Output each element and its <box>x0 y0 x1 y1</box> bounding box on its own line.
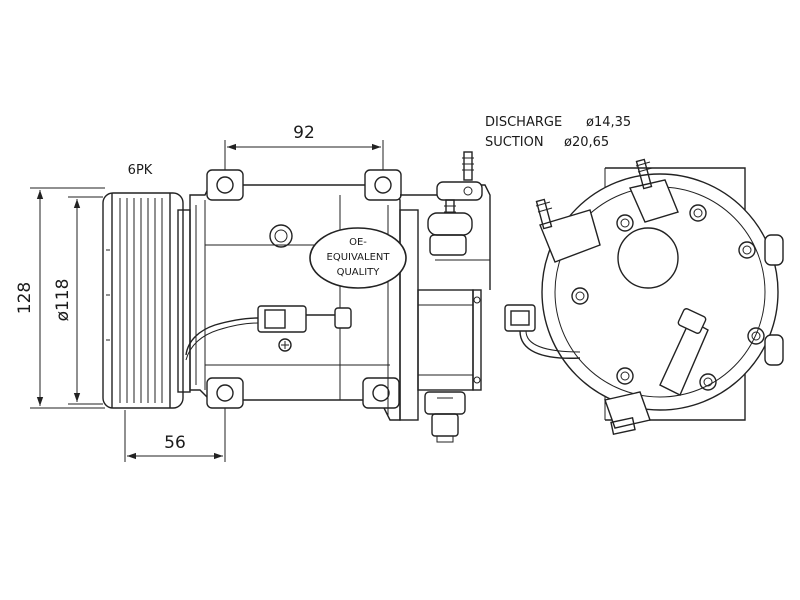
port-specs: DISCHARGE ø14,35 SUCTION ø20,65 <box>485 115 631 150</box>
wiring-harness <box>185 305 352 361</box>
control-valve <box>424 391 466 443</box>
pulley <box>102 192 191 409</box>
compressor-body <box>189 169 402 421</box>
ground-screw-icon <box>278 338 292 352</box>
discharge-value: ø14,35 <box>586 115 631 130</box>
dimension-labels: 92 56 128 ø118 6PK <box>15 123 315 453</box>
dimension-lines <box>30 140 384 462</box>
service-valve-lower <box>427 199 473 256</box>
compressor-side-view: OE- EQUIVALENT QUALITY <box>102 151 491 443</box>
compressor-rear-view <box>504 158 784 435</box>
belt-type-label: 6PK <box>128 163 153 178</box>
dim-overall-height: 128 <box>15 282 35 314</box>
dim-pulley-offset: 56 <box>164 433 186 453</box>
suction-label: SUCTION <box>485 135 544 150</box>
badge-line3: QUALITY <box>337 267 381 278</box>
dim-pulley-diameter: ø118 <box>53 279 73 322</box>
discharge-label: DISCHARGE <box>485 115 562 130</box>
badge-line1: OE- <box>349 237 367 248</box>
oe-quality-badge: OE- EQUIVALENT QUALITY <box>309 227 407 289</box>
suction-value: ø20,65 <box>564 135 609 150</box>
bolt-pattern <box>571 204 765 391</box>
dim-top-width: 92 <box>293 123 315 143</box>
badge-line2: EQUIVALENT <box>327 252 391 263</box>
service-valve-upper <box>436 151 483 201</box>
